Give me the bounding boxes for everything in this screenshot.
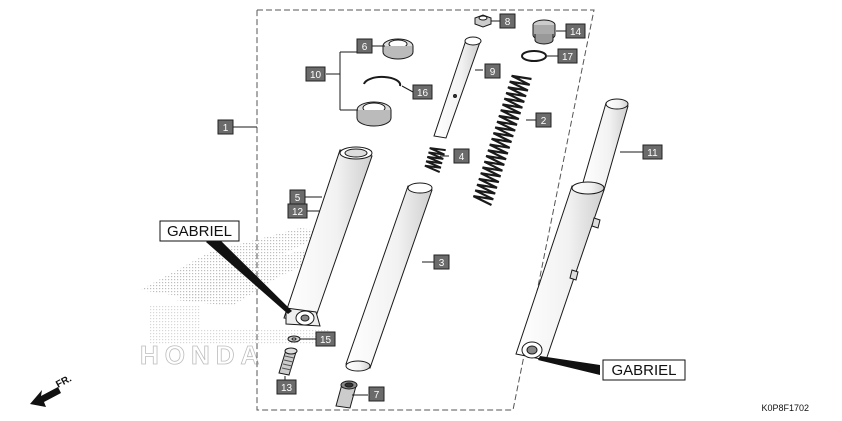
svg-text:2: 2	[541, 116, 547, 127]
fork-spring-part-2	[472, 74, 532, 206]
callout-12: 12	[287, 203, 308, 219]
callout-11: 11	[642, 144, 663, 160]
svg-text:15: 15	[320, 335, 332, 346]
svg-text:3: 3	[439, 258, 445, 269]
brand-label-right: GABRIEL	[602, 359, 686, 381]
callout-9: 9	[484, 63, 501, 79]
nut-part-8	[474, 14, 492, 28]
circlip-part-16	[363, 75, 402, 87]
svg-text:13: 13	[281, 383, 293, 394]
svg-text:4: 4	[459, 152, 465, 163]
brand-label-left: GABRIEL	[159, 220, 240, 242]
svg-text:9: 9	[490, 67, 496, 78]
gabriel-pointer-left	[206, 236, 292, 314]
callout-6: 6	[356, 38, 373, 54]
callout-13: 13	[276, 379, 297, 395]
svg-text:6: 6	[362, 42, 368, 53]
oil-seal-part-6	[382, 38, 414, 60]
fork-bolt-part-14	[532, 19, 556, 45]
callout-1: 1	[217, 119, 234, 135]
callout-15: 15	[315, 331, 336, 347]
dust-seal-part-10	[356, 101, 392, 127]
drawing-code: K0P8F1702	[761, 403, 809, 413]
callout-2: 2	[535, 112, 552, 128]
callout-3: 3	[433, 254, 450, 270]
rebound-spring-part-4	[424, 147, 446, 174]
svg-text:5: 5	[295, 193, 301, 204]
leader-lines	[233, 20, 643, 396]
fork-slider-part-12	[283, 146, 373, 327]
socket-bolt-part-13	[278, 347, 298, 376]
callouts: 1 2 3 4 5 6 7 8 9 10 11 12 13 14 15 16 1…	[217, 13, 663, 402]
svg-text:14: 14	[570, 27, 582, 38]
brand-label-left-text: GABRIEL	[167, 223, 232, 240]
callout-8: 8	[499, 13, 516, 29]
svg-text:12: 12	[292, 207, 304, 218]
damper-rod-part-9	[433, 36, 482, 139]
watermark-text: HONDA	[140, 340, 265, 370]
svg-text:10: 10	[310, 70, 322, 81]
cap-part-7	[335, 380, 358, 409]
fork-pipe-part-3	[345, 182, 433, 372]
callout-7: 7	[368, 386, 385, 402]
direction-label: FR.	[54, 373, 74, 390]
o-ring-part-17	[521, 50, 547, 62]
front-direction-arrow: FR.	[30, 373, 74, 407]
brand-label-right-text: GABRIEL	[611, 362, 676, 379]
svg-text:17: 17	[562, 52, 574, 63]
fork-assembly-part-11	[515, 98, 629, 361]
svg-text:8: 8	[505, 17, 511, 28]
callout-5: 5	[289, 189, 306, 205]
svg-text:1: 1	[223, 123, 229, 134]
washer-part-15	[287, 335, 301, 343]
callout-10: 10	[305, 66, 326, 82]
gabriel-pointer-right	[538, 356, 600, 375]
callout-17: 17	[557, 48, 578, 64]
callout-14: 14	[565, 23, 586, 39]
svg-text:7: 7	[374, 390, 380, 401]
callout-16: 16	[412, 84, 433, 100]
svg-text:11: 11	[647, 148, 658, 159]
callout-4: 4	[453, 148, 470, 164]
svg-text:16: 16	[417, 88, 429, 99]
